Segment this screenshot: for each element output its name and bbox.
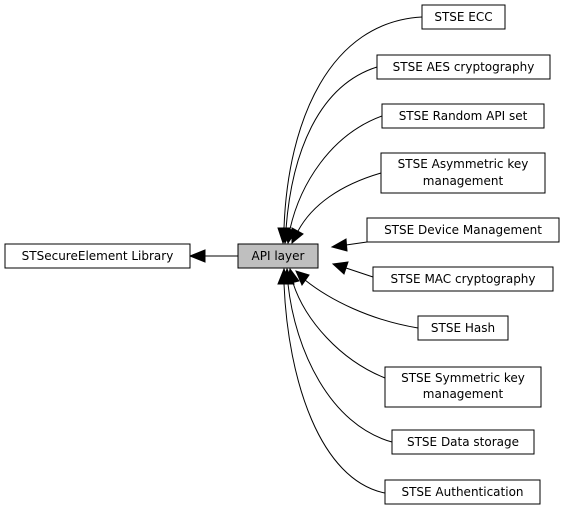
node-label: STSE Hash bbox=[431, 321, 495, 335]
edge-device-mgmt-to-api-layer bbox=[330, 238, 368, 252]
node-label: API layer bbox=[252, 249, 305, 263]
node-label: STSE Authentication bbox=[401, 485, 523, 499]
node-label: STSE MAC cryptography bbox=[390, 272, 535, 286]
edge-hash-to-api-layer bbox=[295, 270, 419, 329]
node-label: STSecureElement Library bbox=[22, 249, 174, 263]
node-label: STSE Random API set bbox=[399, 109, 528, 123]
node-stse-symmetric-key-management[interactable]: STSE Symmetric key management bbox=[384, 366, 542, 408]
edge-asymmetric-to-api-layer bbox=[291, 172, 382, 245]
node-label: STSE Device Management bbox=[384, 223, 542, 237]
edge-data-storage-to-api-layer bbox=[281, 267, 393, 443]
node-stse-aes-cryptography[interactable]: STSE AES cryptography bbox=[376, 54, 551, 80]
edge-ecc-to-api-layer bbox=[277, 16, 423, 245]
node-stse-asymmetric-key-management[interactable]: STSE Asymmetric key management bbox=[380, 152, 546, 194]
node-label: STSE AES cryptography bbox=[393, 60, 535, 74]
node-stse-random-api-set[interactable]: STSE Random API set bbox=[381, 103, 545, 129]
node-label: STSE Data storage bbox=[407, 435, 519, 449]
node-label-line-2: management bbox=[423, 387, 504, 401]
node-label-line-2: management bbox=[423, 174, 504, 188]
node-label: STSE ECC bbox=[434, 10, 492, 24]
node-stsecureelement-library[interactable]: STSecureElement Library bbox=[4, 243, 191, 269]
edge-mac-to-api-layer bbox=[331, 261, 374, 278]
node-stse-hash[interactable]: STSE Hash bbox=[417, 315, 509, 341]
node-stse-mac-cryptography[interactable]: STSE MAC cryptography bbox=[372, 266, 554, 292]
node-stse-device-management[interactable]: STSE Device Management bbox=[366, 217, 560, 243]
node-label-line-1: STSE Symmetric key bbox=[401, 371, 525, 385]
edge-authentication-to-api-layer bbox=[277, 267, 386, 494]
node-stse-authentication[interactable]: STSE Authentication bbox=[384, 479, 541, 505]
edge-api-layer-to-library bbox=[188, 249, 238, 263]
edge-aes-to-api-layer bbox=[279, 66, 378, 245]
node-api-layer: API layer bbox=[237, 243, 319, 269]
node-stse-ecc[interactable]: STSE ECC bbox=[421, 4, 506, 30]
node-label-line-1: STSE Asymmetric key bbox=[398, 157, 529, 171]
node-stse-data-storage[interactable]: STSE Data storage bbox=[391, 429, 535, 455]
